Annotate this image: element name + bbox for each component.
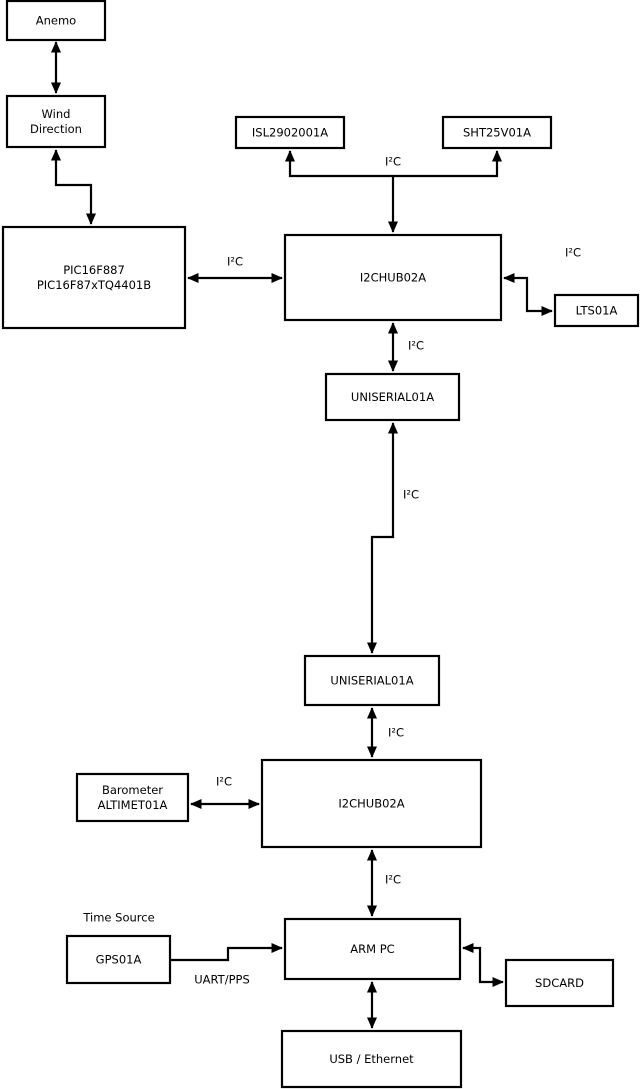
free-labels-layer: Time Source xyxy=(82,911,154,925)
connector-hub-uniserial-top: I²C xyxy=(387,322,424,372)
node-box[interactable] xyxy=(553,293,640,328)
connector-label: UART/PPS xyxy=(194,973,250,987)
connector-uniserial-link: I²C xyxy=(366,422,419,654)
connector-label: I²C xyxy=(403,488,419,502)
node-box[interactable] xyxy=(65,934,172,985)
connector-label: I²C xyxy=(385,873,401,887)
node-label: Anemo xyxy=(36,13,76,27)
connector-label: I²C xyxy=(216,775,232,789)
node-uniserial_top[interactable]: UNISERIAL01A xyxy=(324,372,461,422)
node-gps[interactable]: GPS01A xyxy=(65,934,172,985)
node-uniserial_bot[interactable]: UNISERIAL01A xyxy=(303,654,441,707)
node-box[interactable] xyxy=(234,115,346,150)
node-box[interactable] xyxy=(1,225,187,330)
node-anemo[interactable]: Anemo xyxy=(5,0,107,42)
node-box[interactable] xyxy=(283,917,462,981)
node-box[interactable] xyxy=(280,1029,463,1089)
label-time-source: Time Source xyxy=(82,911,154,925)
node-sdcard[interactable]: SDCARD xyxy=(504,958,615,1008)
node-label: UNISERIAL01A xyxy=(330,673,413,687)
connector-label: I²C xyxy=(385,155,401,169)
connector-label: I²C xyxy=(227,255,243,269)
connector-baro-hub: I²C xyxy=(190,775,260,810)
connector-wind-pic xyxy=(50,149,97,225)
node-usb[interactable]: USB / Ethernet xyxy=(280,1029,463,1089)
node-hub_bot[interactable]: I2CHUB02A xyxy=(260,758,483,849)
connector-label: I²C xyxy=(388,726,404,740)
connector-line xyxy=(50,149,97,225)
node-sht[interactable]: SHT25V01A xyxy=(441,115,553,150)
node-box[interactable] xyxy=(5,0,107,42)
node-label: UNISERIAL01A xyxy=(351,390,434,404)
connector-label: I²C xyxy=(408,339,424,353)
node-box[interactable] xyxy=(441,115,553,150)
connector-label: I²C xyxy=(565,246,581,260)
node-box[interactable] xyxy=(283,233,503,322)
node-box[interactable] xyxy=(324,372,461,422)
node-arm[interactable]: ARM PC xyxy=(283,917,462,981)
node-label: LTS01A xyxy=(576,303,618,317)
connector-hub-arm: I²C xyxy=(366,849,401,917)
node-label: USB / Ethernet xyxy=(329,1052,414,1066)
node-box[interactable] xyxy=(260,758,483,849)
connector-line xyxy=(462,942,504,988)
connector-uniserial-hub-bot: I²C xyxy=(366,707,404,758)
node-label: I2CHUB02A xyxy=(338,796,404,810)
connector-gps-arm: UART/PPS xyxy=(170,942,283,987)
node-hub_top[interactable]: I2CHUB02A xyxy=(283,233,503,322)
node-box[interactable] xyxy=(5,94,107,149)
node-isl[interactable]: ISL2902001A xyxy=(234,115,346,150)
connector-hub-sensors-bus: I²C xyxy=(284,150,503,178)
node-label: SHT25V01A xyxy=(463,125,531,139)
connector-pic-hub: I²C xyxy=(187,255,283,284)
node-box[interactable] xyxy=(75,772,190,823)
edges-layer: I²C I²C I²C I²C I²C I²C I²C I²C UART/PPS xyxy=(50,41,581,1029)
connector-line xyxy=(170,942,283,962)
node-label: ARM PC xyxy=(350,942,394,956)
connector-arm-sdcard xyxy=(462,942,504,988)
connector-hub-lts: I²C xyxy=(503,246,581,317)
connector-line xyxy=(503,272,553,317)
node-box[interactable] xyxy=(504,958,615,1008)
node-lts[interactable]: LTS01A xyxy=(553,293,640,328)
node-label: GPS01A xyxy=(96,952,142,966)
connector-line xyxy=(366,422,399,654)
node-label: ISL2902001A xyxy=(252,125,328,139)
node-label: I2CHUB02A xyxy=(360,270,426,284)
node-label: SDCARD xyxy=(535,976,584,990)
node-box[interactable] xyxy=(303,654,441,707)
